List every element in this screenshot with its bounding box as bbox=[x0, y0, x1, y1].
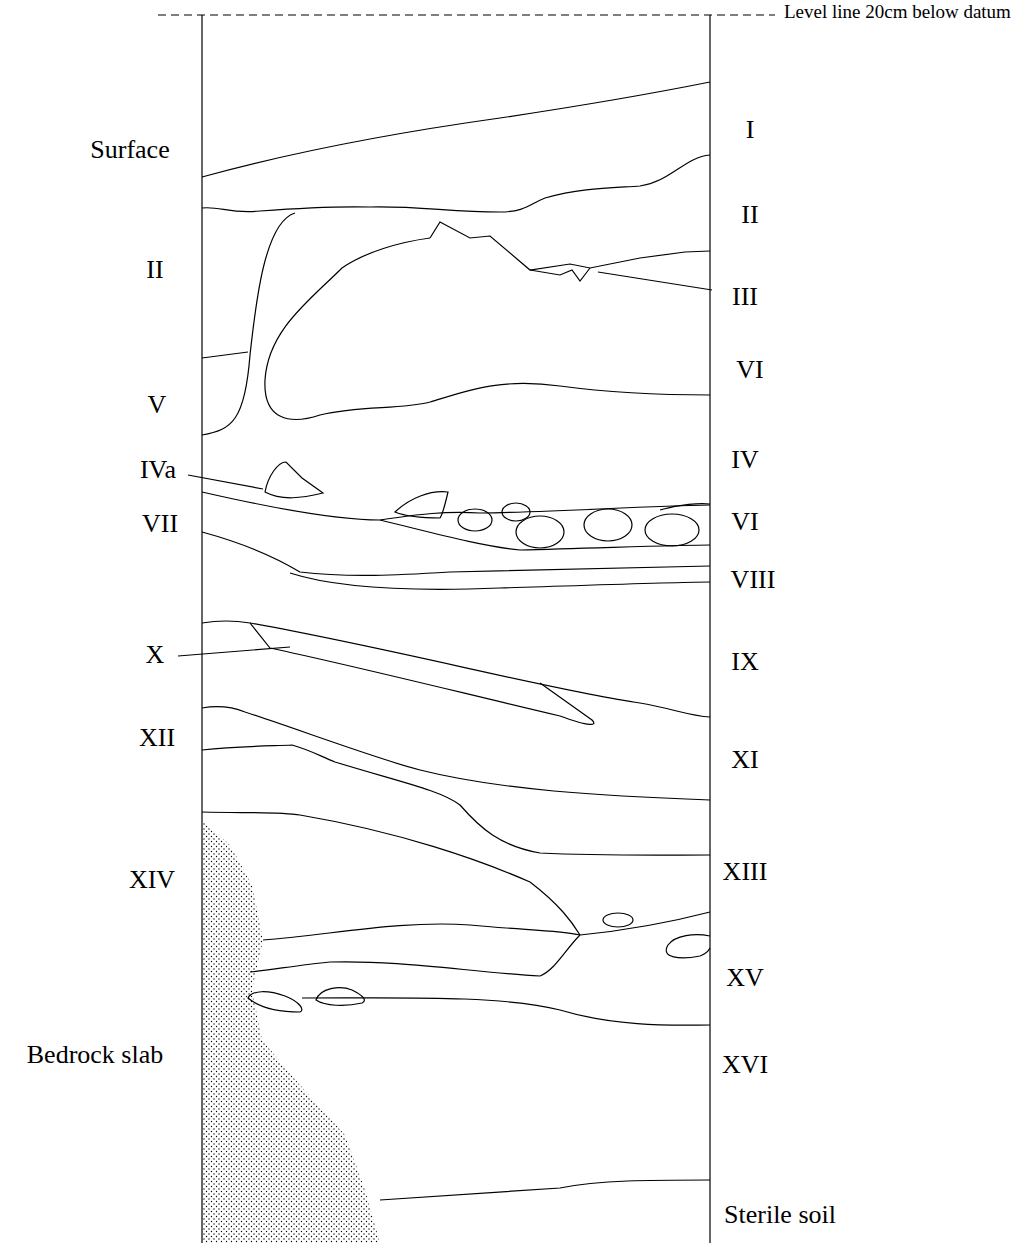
layer-boundary bbox=[430, 222, 710, 270]
layer-label: VII bbox=[142, 510, 178, 539]
layer-boundary bbox=[202, 707, 710, 800]
layer-label: XI bbox=[731, 746, 758, 775]
datum-note: Level line 20cm below datum bbox=[784, 2, 1012, 23]
layer-label: X bbox=[146, 641, 165, 670]
pebble bbox=[660, 504, 710, 510]
pebble bbox=[265, 462, 323, 498]
pebble bbox=[316, 988, 364, 1006]
layer-boundary bbox=[202, 492, 710, 520]
pebble bbox=[666, 935, 710, 958]
layer-boundary bbox=[202, 82, 710, 177]
pebble bbox=[603, 913, 633, 927]
leader-line bbox=[188, 475, 263, 489]
layer-boundary bbox=[265, 238, 710, 419]
layer-boundary bbox=[202, 352, 248, 358]
layer-label: IX bbox=[731, 648, 758, 677]
pebble bbox=[502, 503, 530, 521]
layer-boundary bbox=[263, 924, 580, 940]
layer-boundary bbox=[290, 573, 710, 589]
layer-label: XVI bbox=[722, 1051, 768, 1080]
layer-label: XV bbox=[726, 964, 764, 993]
leader-line bbox=[178, 647, 290, 656]
layer-boundary bbox=[380, 1180, 710, 1200]
layer-boundary bbox=[530, 268, 590, 281]
layer-boundary bbox=[202, 812, 580, 935]
layer-label: Bedrock slab bbox=[27, 1041, 163, 1070]
layer-label: Sterile soil bbox=[724, 1201, 836, 1230]
layer-label: Surface bbox=[90, 136, 169, 165]
layer-boundary bbox=[250, 623, 710, 717]
layer-label: V bbox=[148, 391, 167, 420]
section-edge bbox=[709, 15, 710, 1243]
layer-boundary bbox=[202, 532, 710, 575]
pebble bbox=[516, 516, 564, 548]
layer-boundary bbox=[302, 998, 710, 1025]
bedrock-slab bbox=[202, 820, 380, 1243]
pebble bbox=[395, 492, 448, 518]
pebble bbox=[458, 509, 492, 531]
layer-label: XII bbox=[139, 724, 175, 753]
pebble bbox=[584, 509, 632, 541]
pebble bbox=[248, 992, 302, 1012]
layer-label: IVa bbox=[140, 456, 176, 485]
datum-line bbox=[158, 14, 775, 15]
layer-label: IV bbox=[731, 446, 758, 475]
layer-boundary bbox=[202, 745, 710, 855]
layer-label: II bbox=[741, 201, 758, 230]
layer-label: III bbox=[732, 283, 758, 312]
layer-label: XIV bbox=[129, 866, 175, 895]
layer-label: I bbox=[746, 116, 755, 145]
layer-label: VI bbox=[731, 508, 758, 537]
layer-boundary bbox=[380, 520, 710, 550]
layer-boundary bbox=[202, 155, 710, 212]
layer-boundary bbox=[202, 213, 295, 435]
layer-boundary bbox=[580, 912, 710, 935]
leader-line bbox=[598, 272, 712, 290]
layer-boundary bbox=[202, 621, 594, 724]
layer-label: VI bbox=[736, 356, 763, 385]
layer-boundary bbox=[250, 935, 580, 976]
layer-label: XIII bbox=[723, 858, 768, 887]
layer-label: VIII bbox=[731, 566, 776, 595]
layer-label: II bbox=[146, 256, 163, 285]
pebble bbox=[645, 514, 699, 546]
